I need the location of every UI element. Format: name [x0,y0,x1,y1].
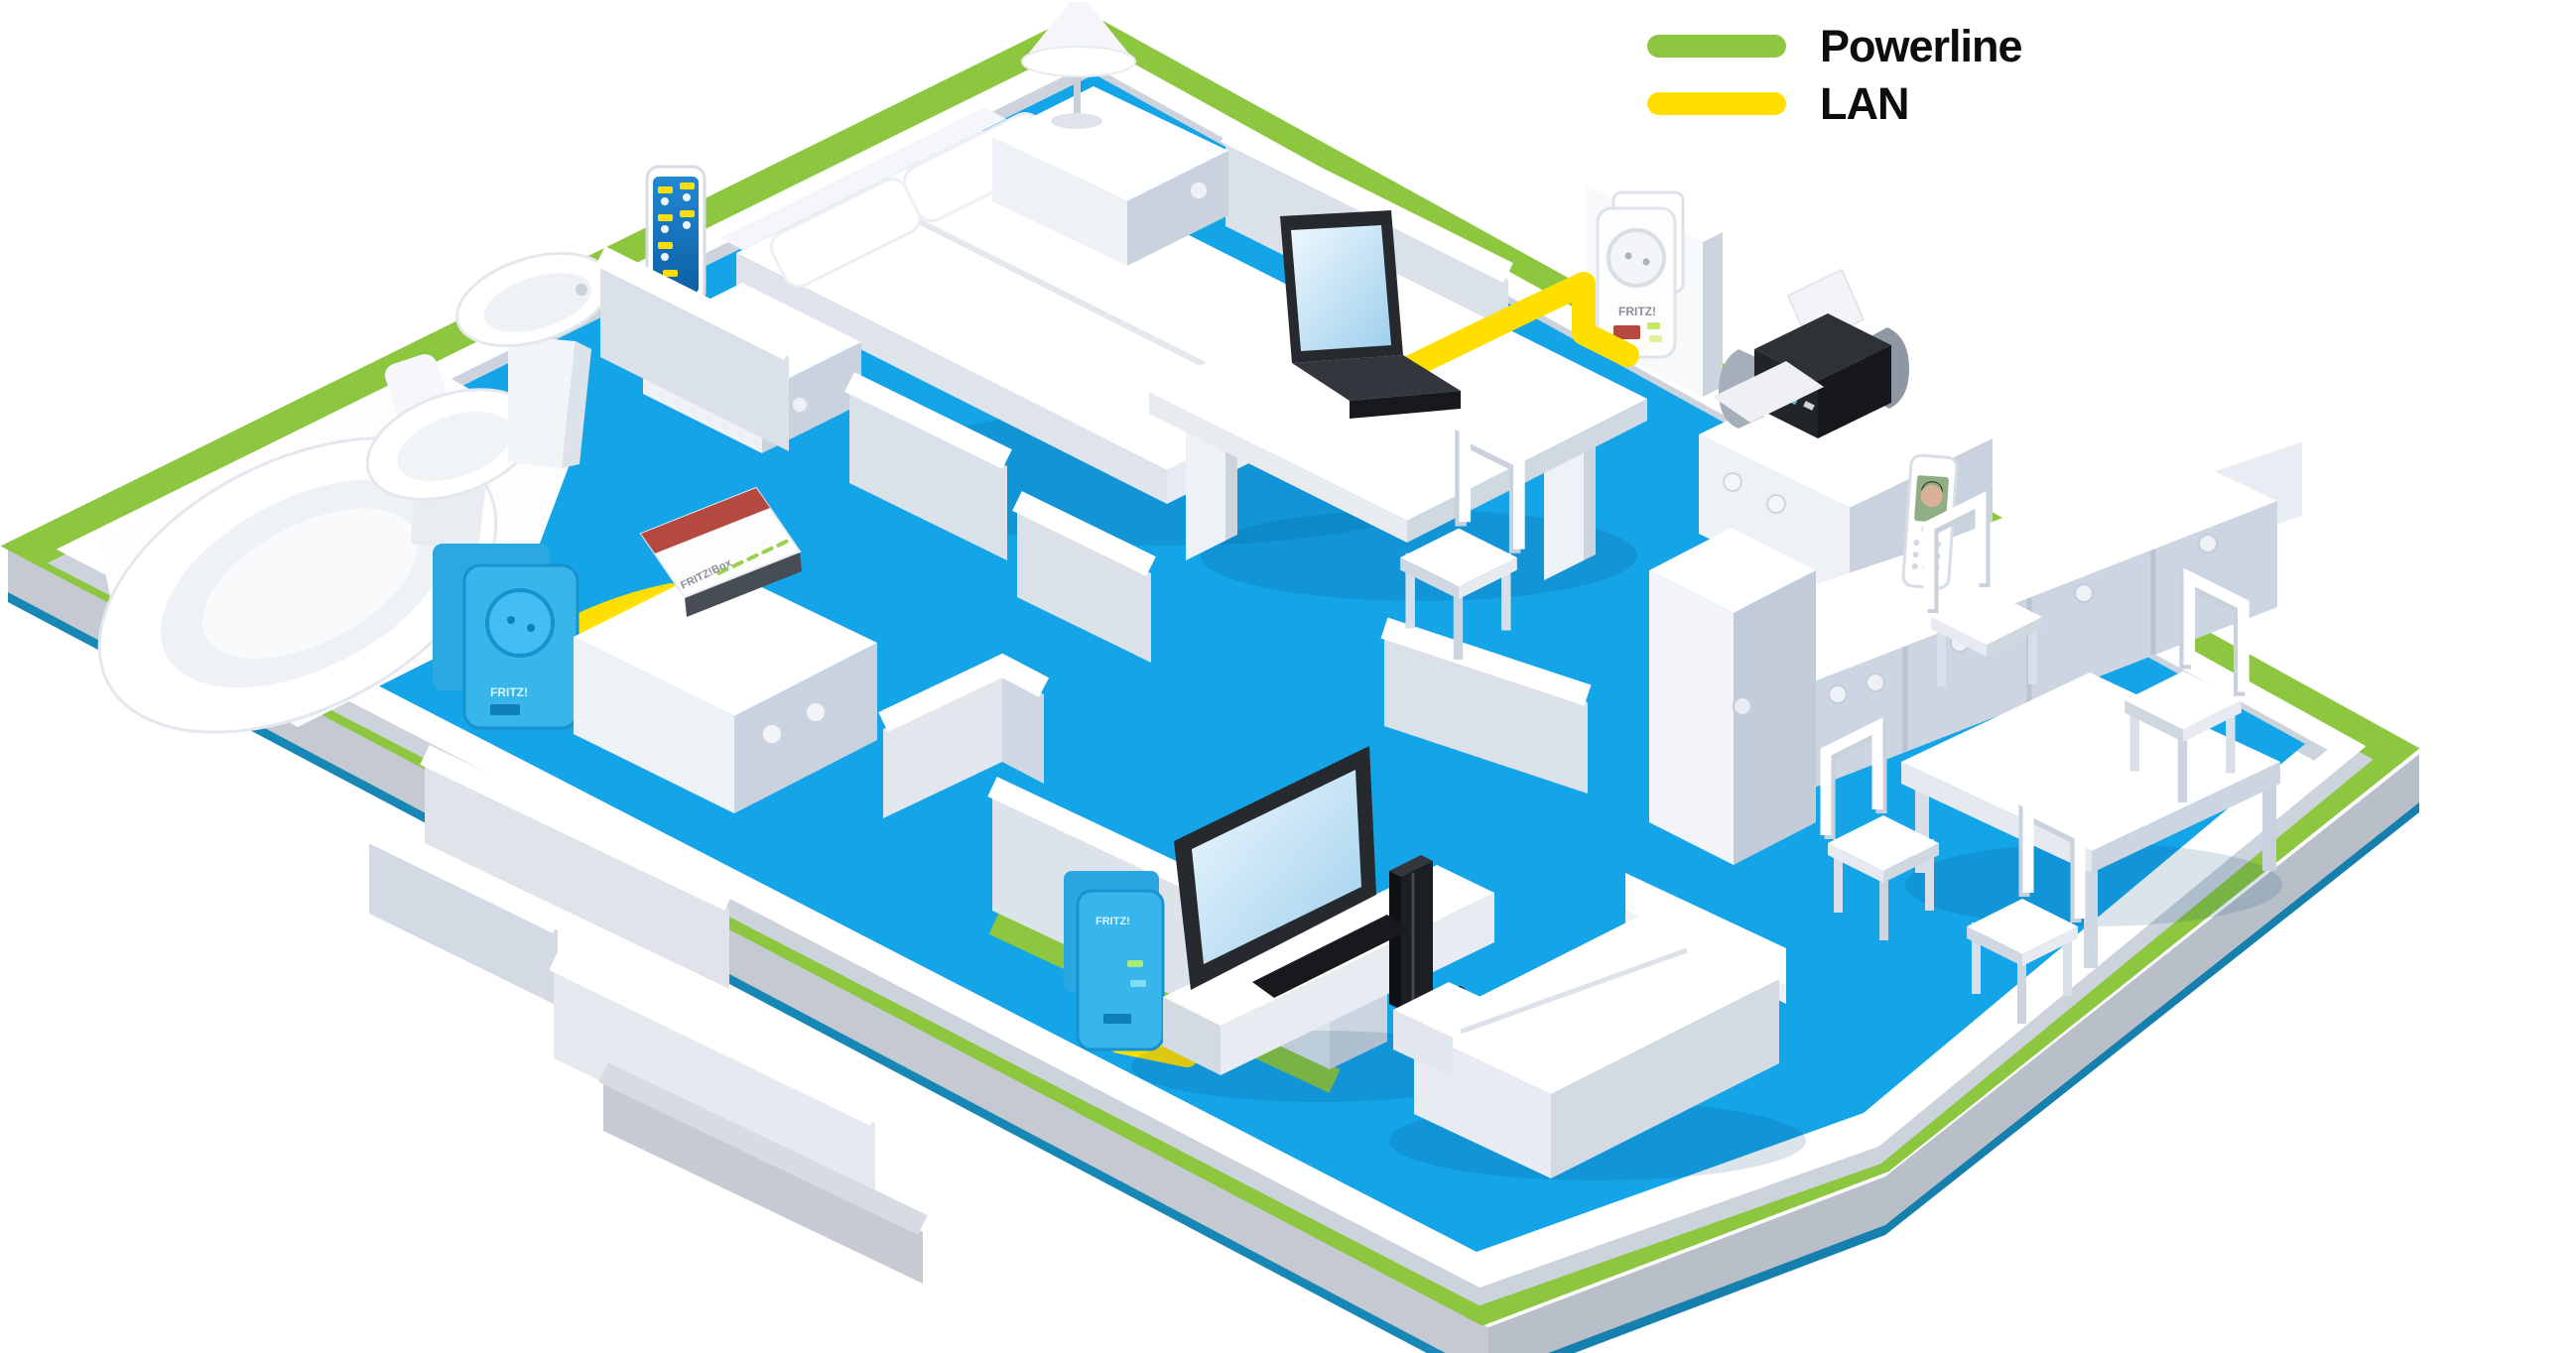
powerline-adapter-office: FRITZ! [1596,190,1685,359]
tv [1174,746,1409,998]
power-socket [485,588,555,658]
cabinet-knob [1828,684,1848,704]
wall-entry-lower [364,821,563,1006]
lamp-shade [1021,46,1136,77]
adapter-label-red [1613,325,1640,339]
cabinet-knob [1723,472,1742,492]
cabinet-knob [2198,534,2218,554]
tv-stand [1252,915,1409,998]
toilet [365,354,538,552]
drawer-knob [791,396,809,414]
cabinet-knob [1866,673,1885,692]
entry-step [598,1062,928,1284]
pedestal-sink [455,252,612,468]
headboard [720,107,1006,250]
adapter-led [1647,322,1660,329]
laptop [1280,210,1461,419]
table-lamp [1021,2,1136,129]
adapter-logo: FRITZ! [490,685,528,699]
adapter-led [1130,980,1146,987]
printer [1713,268,1909,438]
powerline-adapter-hall: FRITZ! [433,544,683,730]
lan-cable-laptop [1382,272,1639,387]
lamp-pole [1074,62,1081,119]
nightstand-right [992,86,1228,266]
couch-backrest [1625,873,1786,986]
laptop-keyboard [1292,355,1461,401]
smartphone [645,165,707,306]
lan-swatch [1647,92,1786,115]
game-console [1389,855,1433,1010]
router-cabinet [574,565,877,813]
adapter-label [490,704,520,715]
legend: Powerline LAN [1647,21,2023,126]
interior-walls [595,246,1592,818]
fritzbox-router: FRITZ!Box [639,486,802,617]
living-room: FRITZ! [987,746,1806,1180]
lan-label: LAN [1820,78,1909,129]
adapter-label [1103,1014,1131,1024]
dining-table [1901,673,2280,968]
couch [1393,873,1786,1178]
router-vents [685,552,802,617]
smartphone-screen [653,177,699,294]
office: FRITZ! [1149,175,1723,660]
power-socket [1607,228,1666,288]
bathroom [97,252,612,734]
laptop-screen [1291,225,1391,351]
kitchen-dining [1649,268,2306,1024]
printer-tray [1713,361,1824,423]
adapter-led [1649,335,1662,342]
wall-office-left [1012,491,1156,663]
router-leds [716,539,789,575]
bathtub [97,436,498,734]
legend-row-powerline: Powerline [1647,21,2023,71]
tall-cabinet [1649,528,1816,865]
tv-screen [1192,770,1361,964]
powerline-swatch [1647,35,1786,58]
powerline-label: Powerline [1820,21,2023,71]
cabinet-knob [2074,583,2094,603]
entry-hall [364,745,928,1284]
cabinet-knob [1766,494,1786,514]
cabinet-knob [761,723,783,745]
faucet [576,284,587,296]
legend-row-lan: LAN [1647,81,2022,126]
cabinet-knob [1733,696,1752,716]
wall-hall-divider [844,372,1012,560]
adapter-logo: FRITZ! [1095,916,1130,927]
adapter-logo: FRITZ! [1618,305,1656,318]
wall-hall-corner [878,653,1050,818]
router-red-stripe [641,488,770,554]
adapter-led [1127,960,1143,967]
wall-bath-bedroom [595,246,794,451]
wall-office-bottom [1380,617,1592,794]
cabinet-knob [805,701,827,723]
hallway: FRITZ! FRITZ!Box [433,486,877,813]
drawer-knob [1189,181,1209,200]
wall-entry-upper [420,745,734,989]
